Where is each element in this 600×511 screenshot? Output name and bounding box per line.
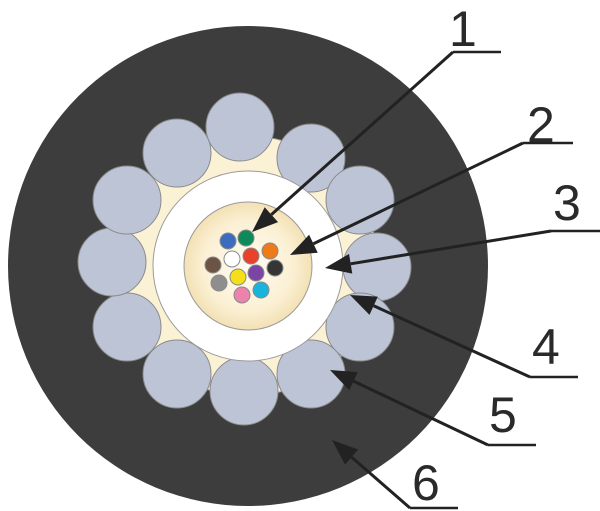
callout-label-2: 2 — [527, 97, 555, 153]
armor-strand — [342, 232, 412, 302]
callout-leader-line — [312, 141, 524, 246]
arrowhead-icon — [332, 440, 359, 465]
arrowhead-icon — [325, 253, 353, 274]
armor-strand — [92, 292, 162, 362]
callout-leader-line — [270, 50, 455, 216]
armor-strand — [325, 292, 395, 362]
arrowhead-icon — [330, 370, 358, 391]
callout-3 — [325, 229, 600, 274]
optical-fiber — [233, 286, 251, 304]
callout-label-3: 3 — [553, 175, 581, 231]
optical-fiber — [261, 242, 279, 260]
arrowhead-icon — [350, 295, 378, 315]
optical-fiber — [266, 259, 284, 277]
optical-fiber — [204, 256, 222, 274]
armor-strand — [276, 123, 346, 193]
gel-core — [183, 201, 313, 331]
armor-strands — [77, 92, 412, 426]
armor-strand — [142, 339, 212, 409]
arrowhead-icon — [252, 207, 279, 232]
callout-leader-line — [373, 304, 531, 379]
optical-fiber — [237, 229, 255, 247]
gel-core-circle — [183, 201, 313, 331]
armor-strand — [77, 227, 147, 297]
optical-fiber — [210, 274, 228, 292]
callout-lines — [252, 50, 600, 510]
armor-strand — [325, 165, 395, 235]
callout-5 — [330, 370, 536, 447]
callout-6 — [332, 440, 458, 510]
callout-label-4: 4 — [532, 319, 560, 375]
callout-2 — [290, 141, 573, 255]
optical-fiber — [252, 281, 270, 299]
callout-label-6: 6 — [412, 455, 440, 511]
callout-1 — [252, 50, 501, 232]
arrowhead-icon — [290, 234, 318, 255]
callout-leader-line — [352, 379, 489, 447]
callout-4 — [350, 295, 578, 379]
armor-strand — [142, 118, 212, 188]
armor-strand — [205, 92, 275, 162]
callout-label-5: 5 — [489, 387, 517, 443]
callout-leader-line — [350, 229, 552, 266]
optical-fiber — [223, 250, 241, 268]
optical-fiber — [242, 247, 260, 265]
optical-fiber — [219, 232, 237, 250]
armor-strand — [92, 165, 162, 235]
optical-fiber — [229, 268, 247, 286]
callout-label-1: 1 — [449, 1, 477, 57]
optical-fiber — [247, 264, 265, 282]
armor-strand — [209, 356, 279, 426]
callout-leader-line — [350, 455, 411, 510]
optical-fibers — [204, 229, 284, 304]
